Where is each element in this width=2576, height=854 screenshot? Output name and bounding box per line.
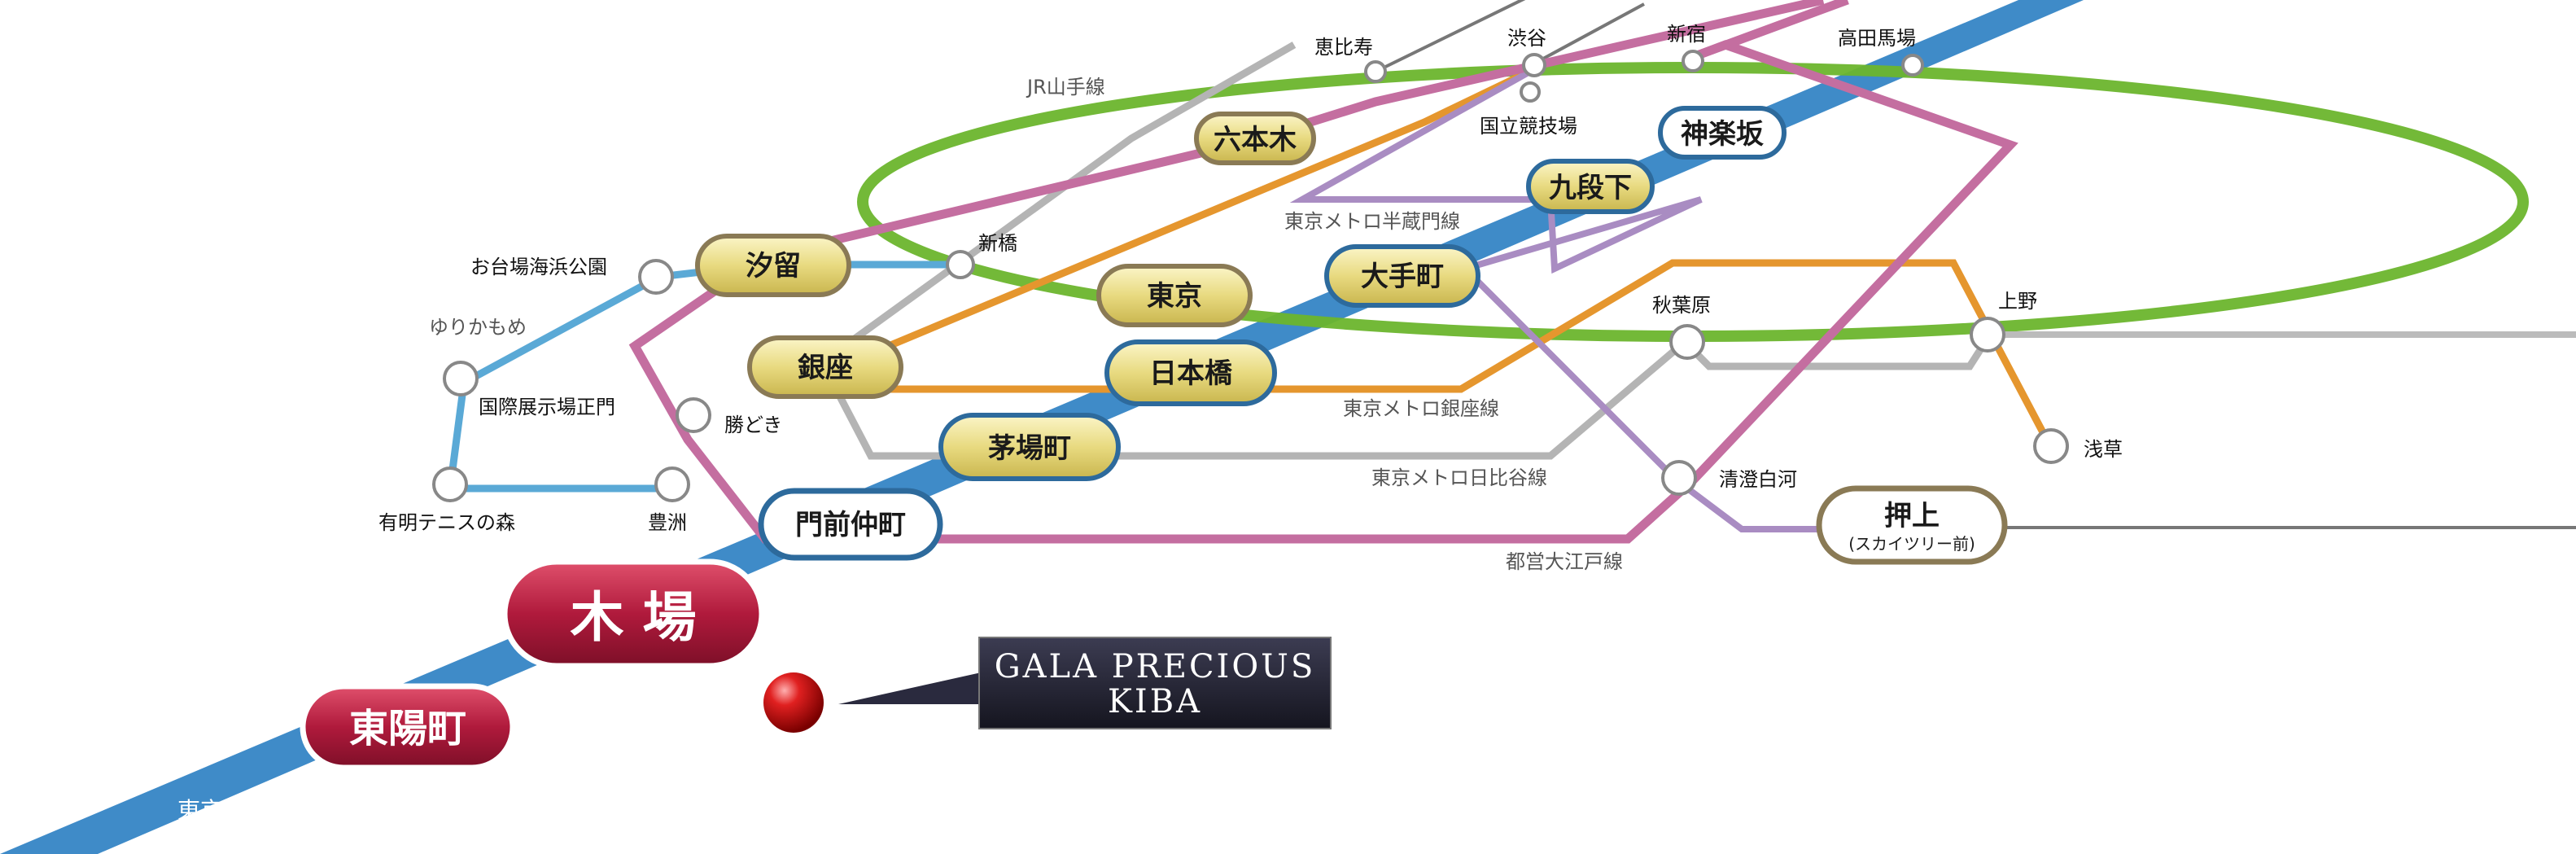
label-kachidoki: 勝どき <box>724 414 782 436</box>
pill-roppongi-label: 六本木 <box>1214 124 1297 156</box>
property-callout[interactable]: GALA PRECIOUS KIBA <box>978 637 1332 729</box>
gray-line-ebisu <box>1375 0 1526 73</box>
label-akihabara: 秋葉原 <box>1652 294 1711 317</box>
pill-oshiage[interactable]: 押上 (スカイツリー前) <box>1816 485 2008 565</box>
label-kiyosumi: 清澄白河 <box>1719 468 1797 491</box>
pill-kiba-label: 木 場 <box>571 586 697 649</box>
pill-ginza[interactable]: 銀座 <box>747 335 903 399</box>
label-ariake: 有明テニスの森 <box>378 511 515 534</box>
pill-otemachi[interactable]: 大手町 <box>1324 244 1480 308</box>
pill-toyocho[interactable]: 東陽町 <box>300 683 516 771</box>
station-marker-kokusai[interactable] <box>443 361 479 396</box>
pill-monzen-nakacho[interactable]: 門前仲町 <box>758 488 943 561</box>
pill-kudanshita-label: 九段下 <box>1549 172 1632 204</box>
station-marker-shibuya[interactable] <box>1522 53 1546 77</box>
label-line-hibiya: 東京メトロ日比谷線 <box>1371 466 1547 489</box>
station-marker-akihabara[interactable] <box>1669 324 1705 360</box>
station-marker-takadanobaba[interactable] <box>1901 54 1924 77</box>
pill-kudanshita[interactable]: 九段下 <box>1526 159 1655 214</box>
station-marker-shinjuku[interactable] <box>1682 50 1704 72</box>
pill-nihonbashi-label: 日本橋 <box>1149 357 1232 390</box>
label-kokuritsu: 国立競技場 <box>1480 115 1577 138</box>
station-marker-shinbashi[interactable] <box>946 250 975 279</box>
pill-tokyo-label: 東京 <box>1147 280 1202 313</box>
property-name-line2: KIBA <box>1108 683 1202 720</box>
label-shinjuku: 新宿 <box>1667 23 1706 46</box>
oedo-line-upper <box>1691 0 1849 62</box>
pill-kiba[interactable]: 木 場 <box>501 558 765 669</box>
pill-otemachi-label: 大手町 <box>1361 261 1444 293</box>
line-labels: JR山手線 東京メトロ半蔵門線 ゆりかもめ 東京メトロ銀座線 東京メトロ日比谷線… <box>177 76 1623 824</box>
pill-kagurazaka-label: 神楽坂 <box>1681 118 1764 151</box>
label-toyosu: 豊洲 <box>648 511 687 534</box>
label-line-tozai: 東京メトロ東西線 <box>177 797 360 824</box>
pill-nihonbashi[interactable]: 日本橋 <box>1104 339 1277 406</box>
station-marker-kiyosumi[interactable] <box>1661 460 1697 496</box>
pill-kayabacho-label: 茅場町 <box>988 432 1071 465</box>
label-line-hanzomon: 東京メトロ半蔵門線 <box>1284 210 1460 233</box>
pill-oshiage-label: 押上 <box>1884 500 1940 532</box>
pill-kayabacho[interactable]: 茅場町 <box>938 413 1121 481</box>
pill-toyocho-label: 東陽町 <box>349 706 466 751</box>
gray-line-shibuya <box>1533 2 1645 65</box>
station-labels: 恵比寿 渋谷 新宿 高田馬場 国立競技場 新橋 お台場海浜公園 国際展示場正門 … <box>378 23 2123 534</box>
hanzomon-line <box>1289 66 1905 532</box>
property-location-marker[interactable] <box>763 672 824 733</box>
label-kokusai: 国際展示場正門 <box>479 396 615 418</box>
pill-ginza-label: 銀座 <box>798 352 853 384</box>
label-line-yurikamome: ゆりかもめ <box>429 316 527 339</box>
label-ueno: 上野 <box>1998 290 2037 313</box>
pill-monzen-label: 門前仲町 <box>795 509 906 541</box>
label-shinbashi: 新橋 <box>978 232 1017 255</box>
station-marker-ebisu[interactable] <box>1364 60 1387 83</box>
pill-shiodome-label: 汐留 <box>746 250 801 282</box>
label-line-yamanote: JR山手線 <box>1026 76 1105 99</box>
label-line-oedo: 都営大江戸線 <box>1506 550 1623 573</box>
label-shibuya: 渋谷 <box>1507 27 1546 50</box>
pill-roppongi[interactable]: 六本木 <box>1194 112 1316 165</box>
station-marker-toyosu[interactable] <box>654 466 690 502</box>
label-asakusa: 浅草 <box>2084 438 2123 461</box>
hibiya-line <box>817 42 1993 460</box>
station-marker-ueno[interactable] <box>1970 317 2005 353</box>
pill-tokyo[interactable]: 東京 <box>1096 264 1253 327</box>
label-ebisu: 恵比寿 <box>1314 36 1373 59</box>
station-marker-kokuritsu[interactable] <box>1520 81 1541 103</box>
label-odaiba: お台場海浜公園 <box>470 256 607 278</box>
pill-oshiage-sublabel: (スカイツリー前) <box>1848 534 1975 554</box>
property-callout-pointer <box>838 672 985 704</box>
station-markers <box>432 50 2069 502</box>
label-takadanobaba: 高田馬場 <box>1838 27 1916 50</box>
pill-kagurazaka[interactable]: 神楽坂 <box>1658 106 1787 160</box>
property-name-line1: GALA PRECIOUS <box>995 648 1316 685</box>
pill-shiodome[interactable]: 汐留 <box>695 234 851 297</box>
label-line-ginza: 東京メトロ銀座線 <box>1343 397 1499 420</box>
station-marker-odaiba[interactable] <box>638 259 674 295</box>
station-marker-ariake[interactable] <box>432 466 468 502</box>
station-marker-asakusa[interactable] <box>2033 428 2069 464</box>
station-marker-kachidoki[interactable] <box>676 397 711 433</box>
